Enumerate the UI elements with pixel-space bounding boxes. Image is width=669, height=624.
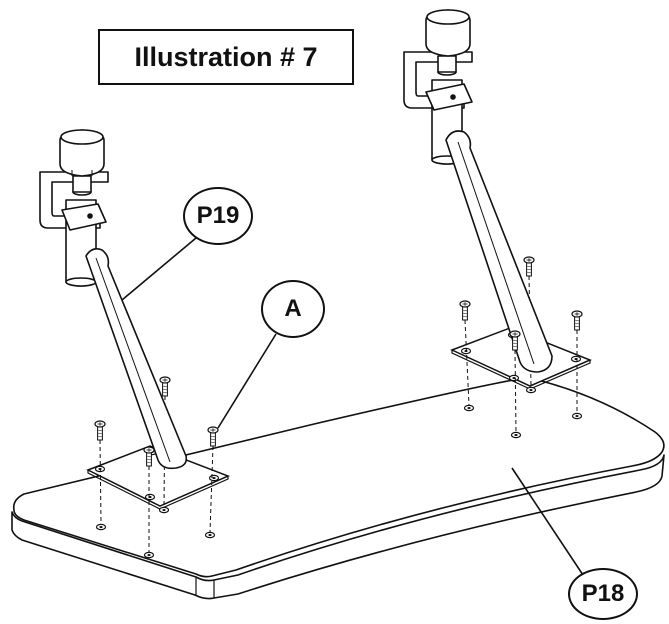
right-leg xyxy=(403,9,553,373)
illustration-title: Illustration # 7 xyxy=(98,29,354,85)
callout-a: A xyxy=(261,280,325,338)
table-top xyxy=(11,377,665,600)
left-leg xyxy=(39,129,188,470)
callout-leader-lines xyxy=(121,237,586,579)
callout-p19: P19 xyxy=(183,187,253,245)
callout-p18: P18 xyxy=(568,568,638,620)
